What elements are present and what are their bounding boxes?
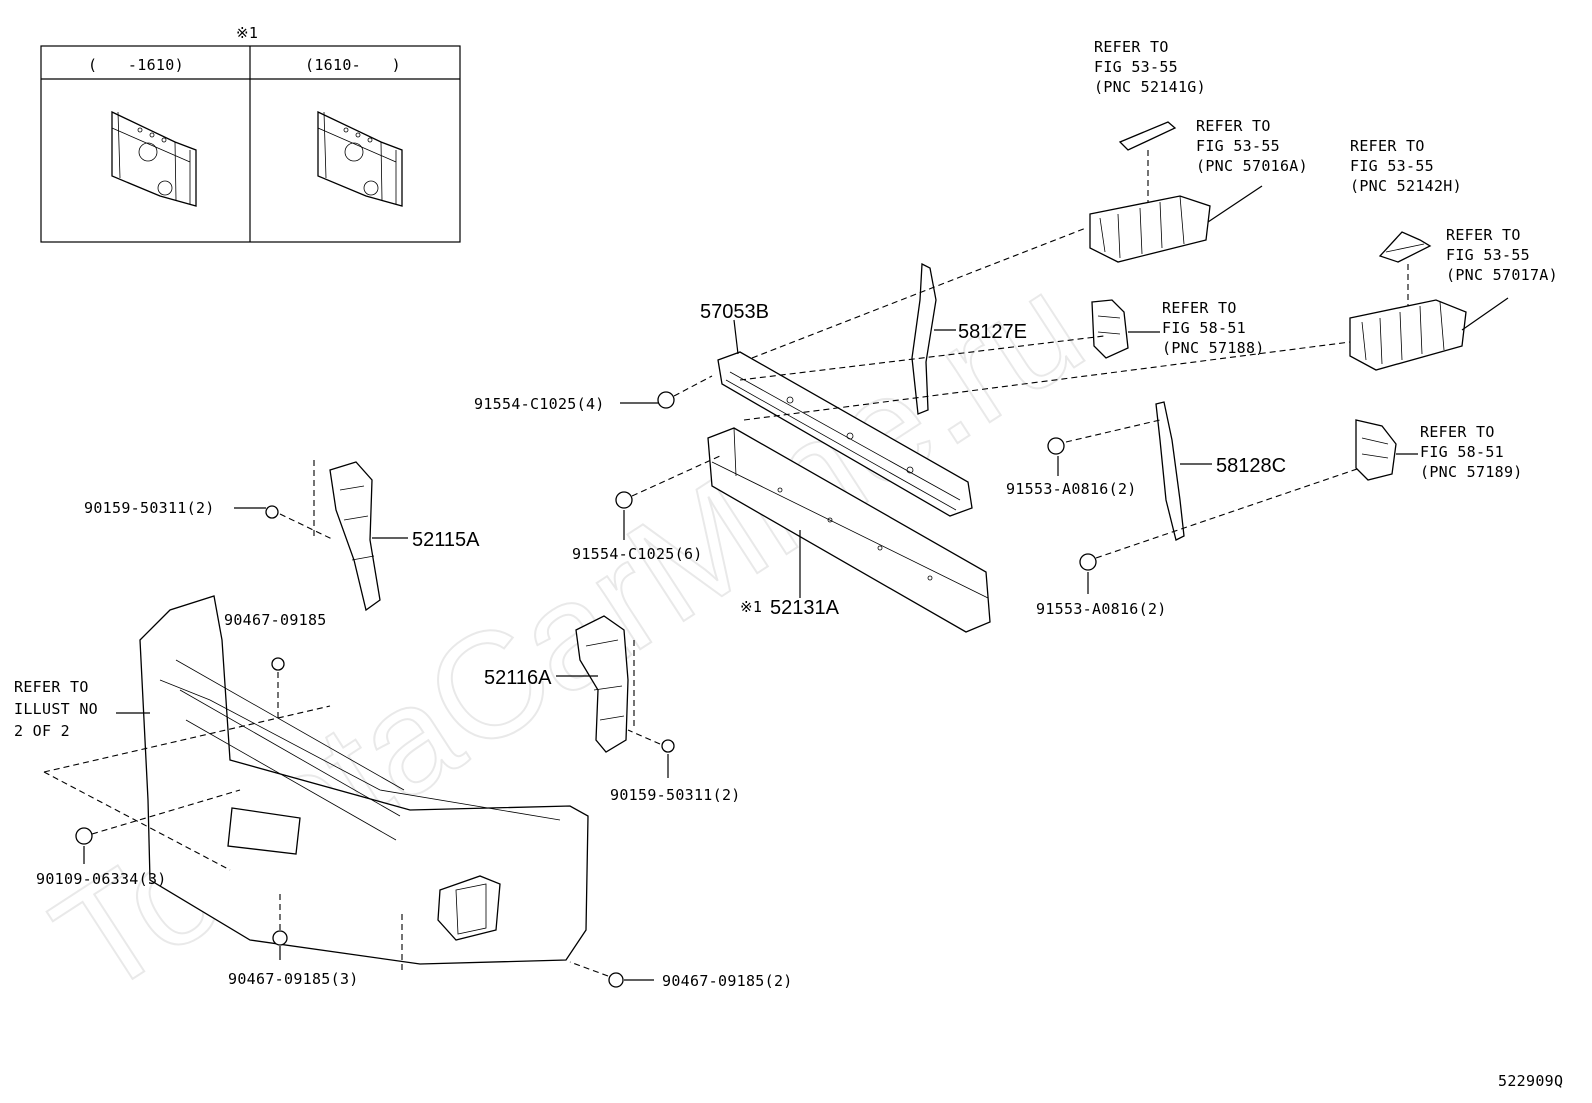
label-57053B: 57053B <box>700 301 769 323</box>
svg-text:FIG 58-51: FIG 58-51 <box>1420 443 1504 461</box>
bumper-cover <box>116 595 589 965</box>
ref-57017A: REFER TO FIG 53-55 (PNC 57017A) <box>1446 226 1558 284</box>
svg-text:FIG 53-55: FIG 53-55 <box>1196 137 1280 155</box>
svg-text:(PNC 57016A): (PNC 57016A) <box>1196 157 1308 175</box>
svg-text:REFER TO: REFER TO <box>1446 226 1521 244</box>
fasteners <box>75 391 1097 988</box>
svg-text:REFER TO: REFER TO <box>1094 38 1169 56</box>
bracket-52141G <box>1118 121 1177 206</box>
brace-58128C <box>1155 401 1212 541</box>
svg-text:(PNC 57189): (PNC 57189) <box>1420 463 1523 481</box>
svg-text:(PNC 57017A): (PNC 57017A) <box>1446 266 1558 284</box>
label-90159-left: 90159-50311(2) <box>84 499 215 517</box>
gusset-57188 <box>1091 299 1160 359</box>
label-91554-top: 91554-C1025(4) <box>474 395 605 413</box>
label-90159-right: 90159-50311(2) <box>610 786 741 804</box>
inset-left-sketch <box>111 110 197 207</box>
inset-col-right: (1610- ) <box>305 56 401 74</box>
svg-text:REFER TO: REFER TO <box>1162 299 1237 317</box>
crashbox-57017A <box>1349 297 1509 371</box>
svg-text:2 OF 2: 2 OF 2 <box>14 722 70 740</box>
svg-text:(PNC 52141G): (PNC 52141G) <box>1094 78 1206 96</box>
label-90467-bot: 90467-09185(3) <box>228 970 359 988</box>
svg-text:REFER TO: REFER TO <box>1420 423 1495 441</box>
inset-col-left: ( -1610) <box>88 56 184 74</box>
bracket-52142H <box>1378 231 1432 310</box>
inset-marker: ※1 <box>236 24 258 42</box>
ref-52141G: REFER TO FIG 53-55 (PNC 52141G) <box>1094 38 1206 96</box>
reinforcement-57053B <box>717 319 973 517</box>
label-90109: 90109-06334(3) <box>36 870 167 888</box>
leader-lines <box>83 402 1089 981</box>
label-52131A: 52131A <box>770 597 840 619</box>
retainer-52115A <box>313 460 408 612</box>
ref-57189: REFER TO FIG 58-51 (PNC 57189) <box>1420 423 1523 481</box>
label-91553-top: 91553-A0816(2) <box>1006 480 1137 498</box>
svg-text:FIG 53-55: FIG 53-55 <box>1094 58 1178 76</box>
svg-text:FIG 58-51: FIG 58-51 <box>1162 319 1246 337</box>
inset-table: ※1 ( -1610) (1610- ) <box>40 24 461 243</box>
label-91553-bot: 91553-A0816(2) <box>1036 600 1167 618</box>
label-58127E: 58127E <box>958 321 1027 343</box>
svg-text:ILLUST NO: ILLUST NO <box>14 700 98 718</box>
gusset-57189 <box>1355 419 1418 481</box>
svg-text:REFER TO: REFER TO <box>14 678 89 696</box>
svg-text:(PNC 57188): (PNC 57188) <box>1162 339 1265 357</box>
diagram-code: 522909Q <box>1498 1072 1563 1090</box>
assembly-lines <box>43 227 1361 977</box>
brace-58127E <box>911 262 956 415</box>
retainer-52116A <box>556 615 635 753</box>
svg-text:FIG 53-55: FIG 53-55 <box>1350 157 1434 175</box>
label-91554-bot: 91554-C1025(6) <box>572 545 703 563</box>
svg-text:REFER TO: REFER TO <box>1350 137 1425 155</box>
label-52131A-marker: ※1 <box>740 598 762 616</box>
ref-illust: REFER TO ILLUST NO 2 OF 2 <box>14 678 98 740</box>
crashbox-57016A <box>1089 185 1263 263</box>
label-90467-right: 90467-09185(2) <box>662 972 793 990</box>
ref-57016A: REFER TO FIG 53-55 (PNC 57016A) <box>1196 117 1308 175</box>
svg-text:(PNC 52142H): (PNC 52142H) <box>1350 177 1462 195</box>
label-90467-top: 90467-09185 <box>224 611 327 629</box>
label-58128C: 58128C <box>1216 455 1286 477</box>
svg-text:REFER TO: REFER TO <box>1196 117 1271 135</box>
reinforcement-52131A <box>707 427 991 633</box>
ref-57188: REFER TO FIG 58-51 (PNC 57188) <box>1162 299 1265 357</box>
ref-52142H: REFER TO FIG 53-55 (PNC 52142H) <box>1350 137 1462 195</box>
label-52115A: 52115A <box>412 529 480 551</box>
label-52116A: 52116A <box>484 667 552 689</box>
svg-text:FIG 53-55: FIG 53-55 <box>1446 246 1530 264</box>
inset-right-sketch <box>317 110 403 207</box>
